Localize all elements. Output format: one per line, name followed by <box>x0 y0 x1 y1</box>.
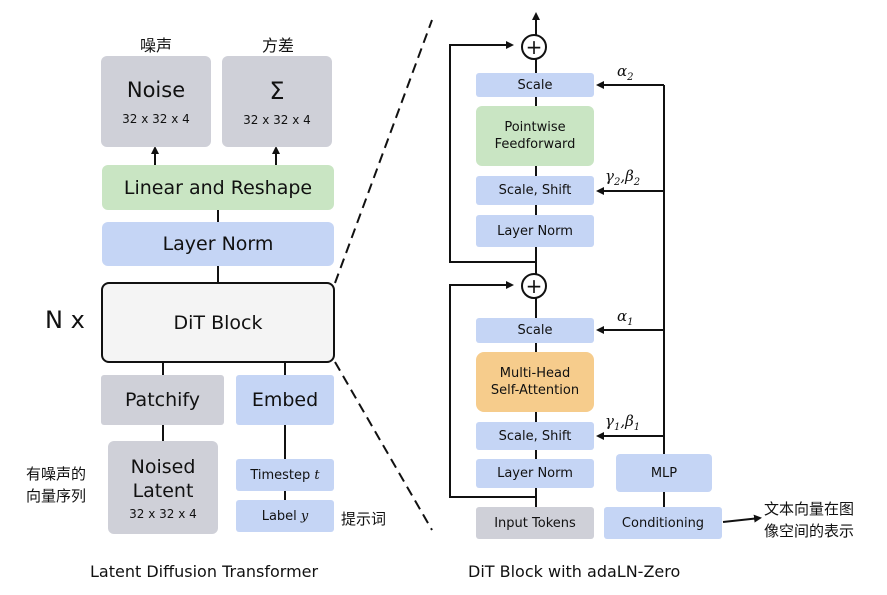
beta2-subscript: 2 <box>633 177 641 188</box>
repeat-n-label: N x <box>45 306 85 334</box>
scale-shift-bottom-box: Scale, Shift <box>476 422 594 450</box>
timestep-box: Timestep t <box>236 459 334 491</box>
residual-bottom <box>449 281 536 498</box>
mha-line1: Multi-Head <box>499 366 571 381</box>
mlp-box: MLP <box>616 454 712 492</box>
multi-head-attention-box: Multi-Head Self-Attention <box>476 352 594 412</box>
gamma1-symbol: γ <box>605 412 614 430</box>
noise-chinese-label: 噪声 <box>140 36 173 55</box>
noise-output-box: Noise 32 x 32 x 4 <box>101 56 211 147</box>
noised-annotation-line1: 有噪声的 <box>26 465 87 483</box>
alpha2-subscript: 2 <box>627 72 634 83</box>
residual-add-top-icon: + <box>521 34 547 60</box>
noised-annotation: 有噪声的 向量序列 <box>26 463 86 507</box>
noised-dims: 32 x 32 x 4 <box>129 506 197 521</box>
sigma-dims: 32 x 32 x 4 <box>243 112 311 127</box>
alpha1-symbol: α <box>617 307 628 325</box>
label-label: Label <box>261 508 297 524</box>
noised-title-line2: Latent <box>132 479 194 502</box>
noised-title-line1: Noised <box>130 455 196 478</box>
pointwise-line1: Pointwise <box>504 120 566 135</box>
dit-block-box: DiT Block <box>101 282 335 363</box>
arrow-cond-to-annot <box>722 514 762 523</box>
beta1-subscript: 1 <box>633 422 641 433</box>
noised-annotation-line2: 向量序列 <box>26 487 87 505</box>
linear-reshape-box: Linear and Reshape <box>102 165 334 210</box>
mha-line2: Self-Attention <box>490 383 580 398</box>
timestep-variable: t <box>314 467 320 483</box>
alpha2-symbol: α <box>617 62 628 80</box>
embed-box: Embed <box>236 375 334 425</box>
gamma1-beta1-label: γ1,β1 <box>605 412 641 433</box>
sigma-output-box: Σ 32 x 32 x 4 <box>222 56 332 147</box>
prompt-annotation: 提示词 <box>341 510 387 528</box>
residual-add-bottom-icon: + <box>521 273 547 299</box>
left-caption: Latent Diffusion Transformer <box>90 562 319 581</box>
layer-norm-bottom-box: Layer Norm <box>476 459 594 488</box>
beta1-symbol: β <box>625 412 634 430</box>
scale-bottom-box: Scale <box>476 318 594 343</box>
gamma1-subscript: 1 <box>613 422 621 433</box>
beta2-symbol: β <box>625 167 634 185</box>
gamma2-symbol: γ <box>605 167 614 185</box>
scale-shift-top-box: Scale, Shift <box>476 176 594 205</box>
label-box: Label y <box>236 500 334 532</box>
noise-dims: 32 x 32 x 4 <box>122 111 190 126</box>
residual-top <box>449 41 536 263</box>
pointwise-line2: Feedforward <box>494 137 576 152</box>
zoom-line-bottom <box>334 361 433 531</box>
label-variable: y <box>300 508 309 524</box>
layer-norm-top-box: Layer Norm <box>476 215 594 247</box>
noised-latent-box: Noised Latent 32 x 32 x 4 <box>108 441 218 534</box>
variance-chinese-label: 方差 <box>262 36 295 55</box>
conditioning-annotation-line2: 像空间的表示 <box>764 522 855 540</box>
conditioning-box: Conditioning <box>604 507 722 539</box>
pointwise-feedforward-box: Pointwise Feedforward <box>476 106 594 166</box>
scale-top-box: Scale <box>476 73 594 97</box>
sigma-title: Σ <box>269 76 285 105</box>
input-tokens-box: Input Tokens <box>476 507 594 539</box>
right-caption: DiT Block with adaLN-Zero <box>468 562 681 581</box>
patchify-box: Patchify <box>101 375 224 425</box>
layer-norm-box: Layer Norm <box>102 222 334 266</box>
gamma2-beta2-label: γ2,β2 <box>605 167 641 188</box>
alpha2-label: α2 <box>617 62 634 83</box>
alpha1-label: α1 <box>617 307 634 328</box>
conditioning-annotation-line1: 文本向量在图 <box>764 500 855 518</box>
gamma2-subscript: 2 <box>613 177 621 188</box>
timestep-label: Timestep <box>250 467 311 483</box>
alpha1-subscript: 1 <box>627 317 634 328</box>
zoom-line-top <box>334 19 433 284</box>
noise-title: Noise <box>126 77 186 102</box>
conditioning-annotation: 文本向量在图 像空间的表示 <box>764 498 854 542</box>
